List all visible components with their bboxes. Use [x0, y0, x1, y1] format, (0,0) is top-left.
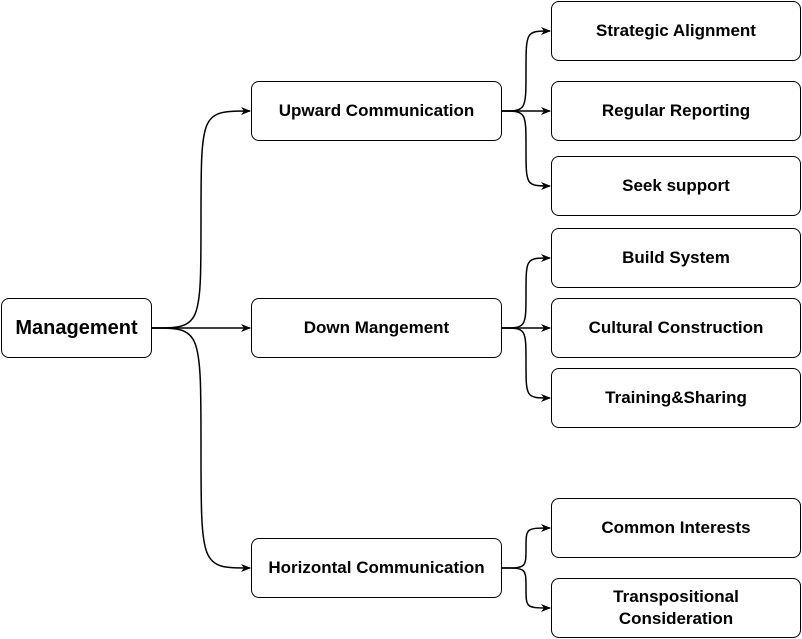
node-label: Transpositional Consideration: [613, 587, 739, 628]
connector-down-to-system: [501, 254, 551, 329]
node-label: Upward Communication: [278, 101, 475, 120]
node-down-mangement: Down Mangement: [251, 298, 502, 358]
connector-upward-to-support: [501, 110, 551, 190]
node-label: Training&Sharing: [605, 388, 747, 407]
node-label: Regular Reporting: [601, 101, 751, 120]
connector-down-to-training: [501, 327, 551, 402]
node-label: Horizontal Communication: [268, 558, 485, 577]
node-cultural-construction: Cultural Construction: [551, 298, 801, 358]
connector-management-to-horizontal: [151, 327, 251, 572]
node-training-sharing: Training&Sharing: [551, 368, 801, 428]
connector-horizontal-to-interests: [501, 524, 551, 569]
node-horizontal-communication: Horizontal Communication: [251, 538, 502, 598]
node-label: Build System: [622, 248, 730, 267]
node-common-interests: Common Interests: [551, 498, 801, 558]
node-seek-support: Seek support: [551, 156, 801, 216]
node-regular-reporting: Regular Reporting: [551, 81, 801, 141]
node-label: Management: [15, 317, 138, 339]
node-strategic-alignment: Strategic Alignment: [551, 1, 801, 61]
node-label: Seek support: [622, 176, 730, 195]
node-label: Strategic Alignment: [596, 21, 756, 40]
node-transpositional-consideration: Transpositional Consideration: [551, 578, 801, 638]
connector-management-to-upward: [151, 107, 251, 329]
connector-horizontal-to-transpositional: [501, 567, 551, 612]
node-label: Common Interests: [601, 518, 751, 537]
node-management: Management: [1, 298, 152, 358]
connector-upward-to-strategic: [501, 27, 551, 112]
node-label: Cultural Construction: [588, 318, 764, 337]
node-build-system: Build System: [551, 228, 801, 288]
node-label: Down Mangement: [303, 318, 450, 337]
node-upward-communication: Upward Communication: [251, 81, 502, 141]
